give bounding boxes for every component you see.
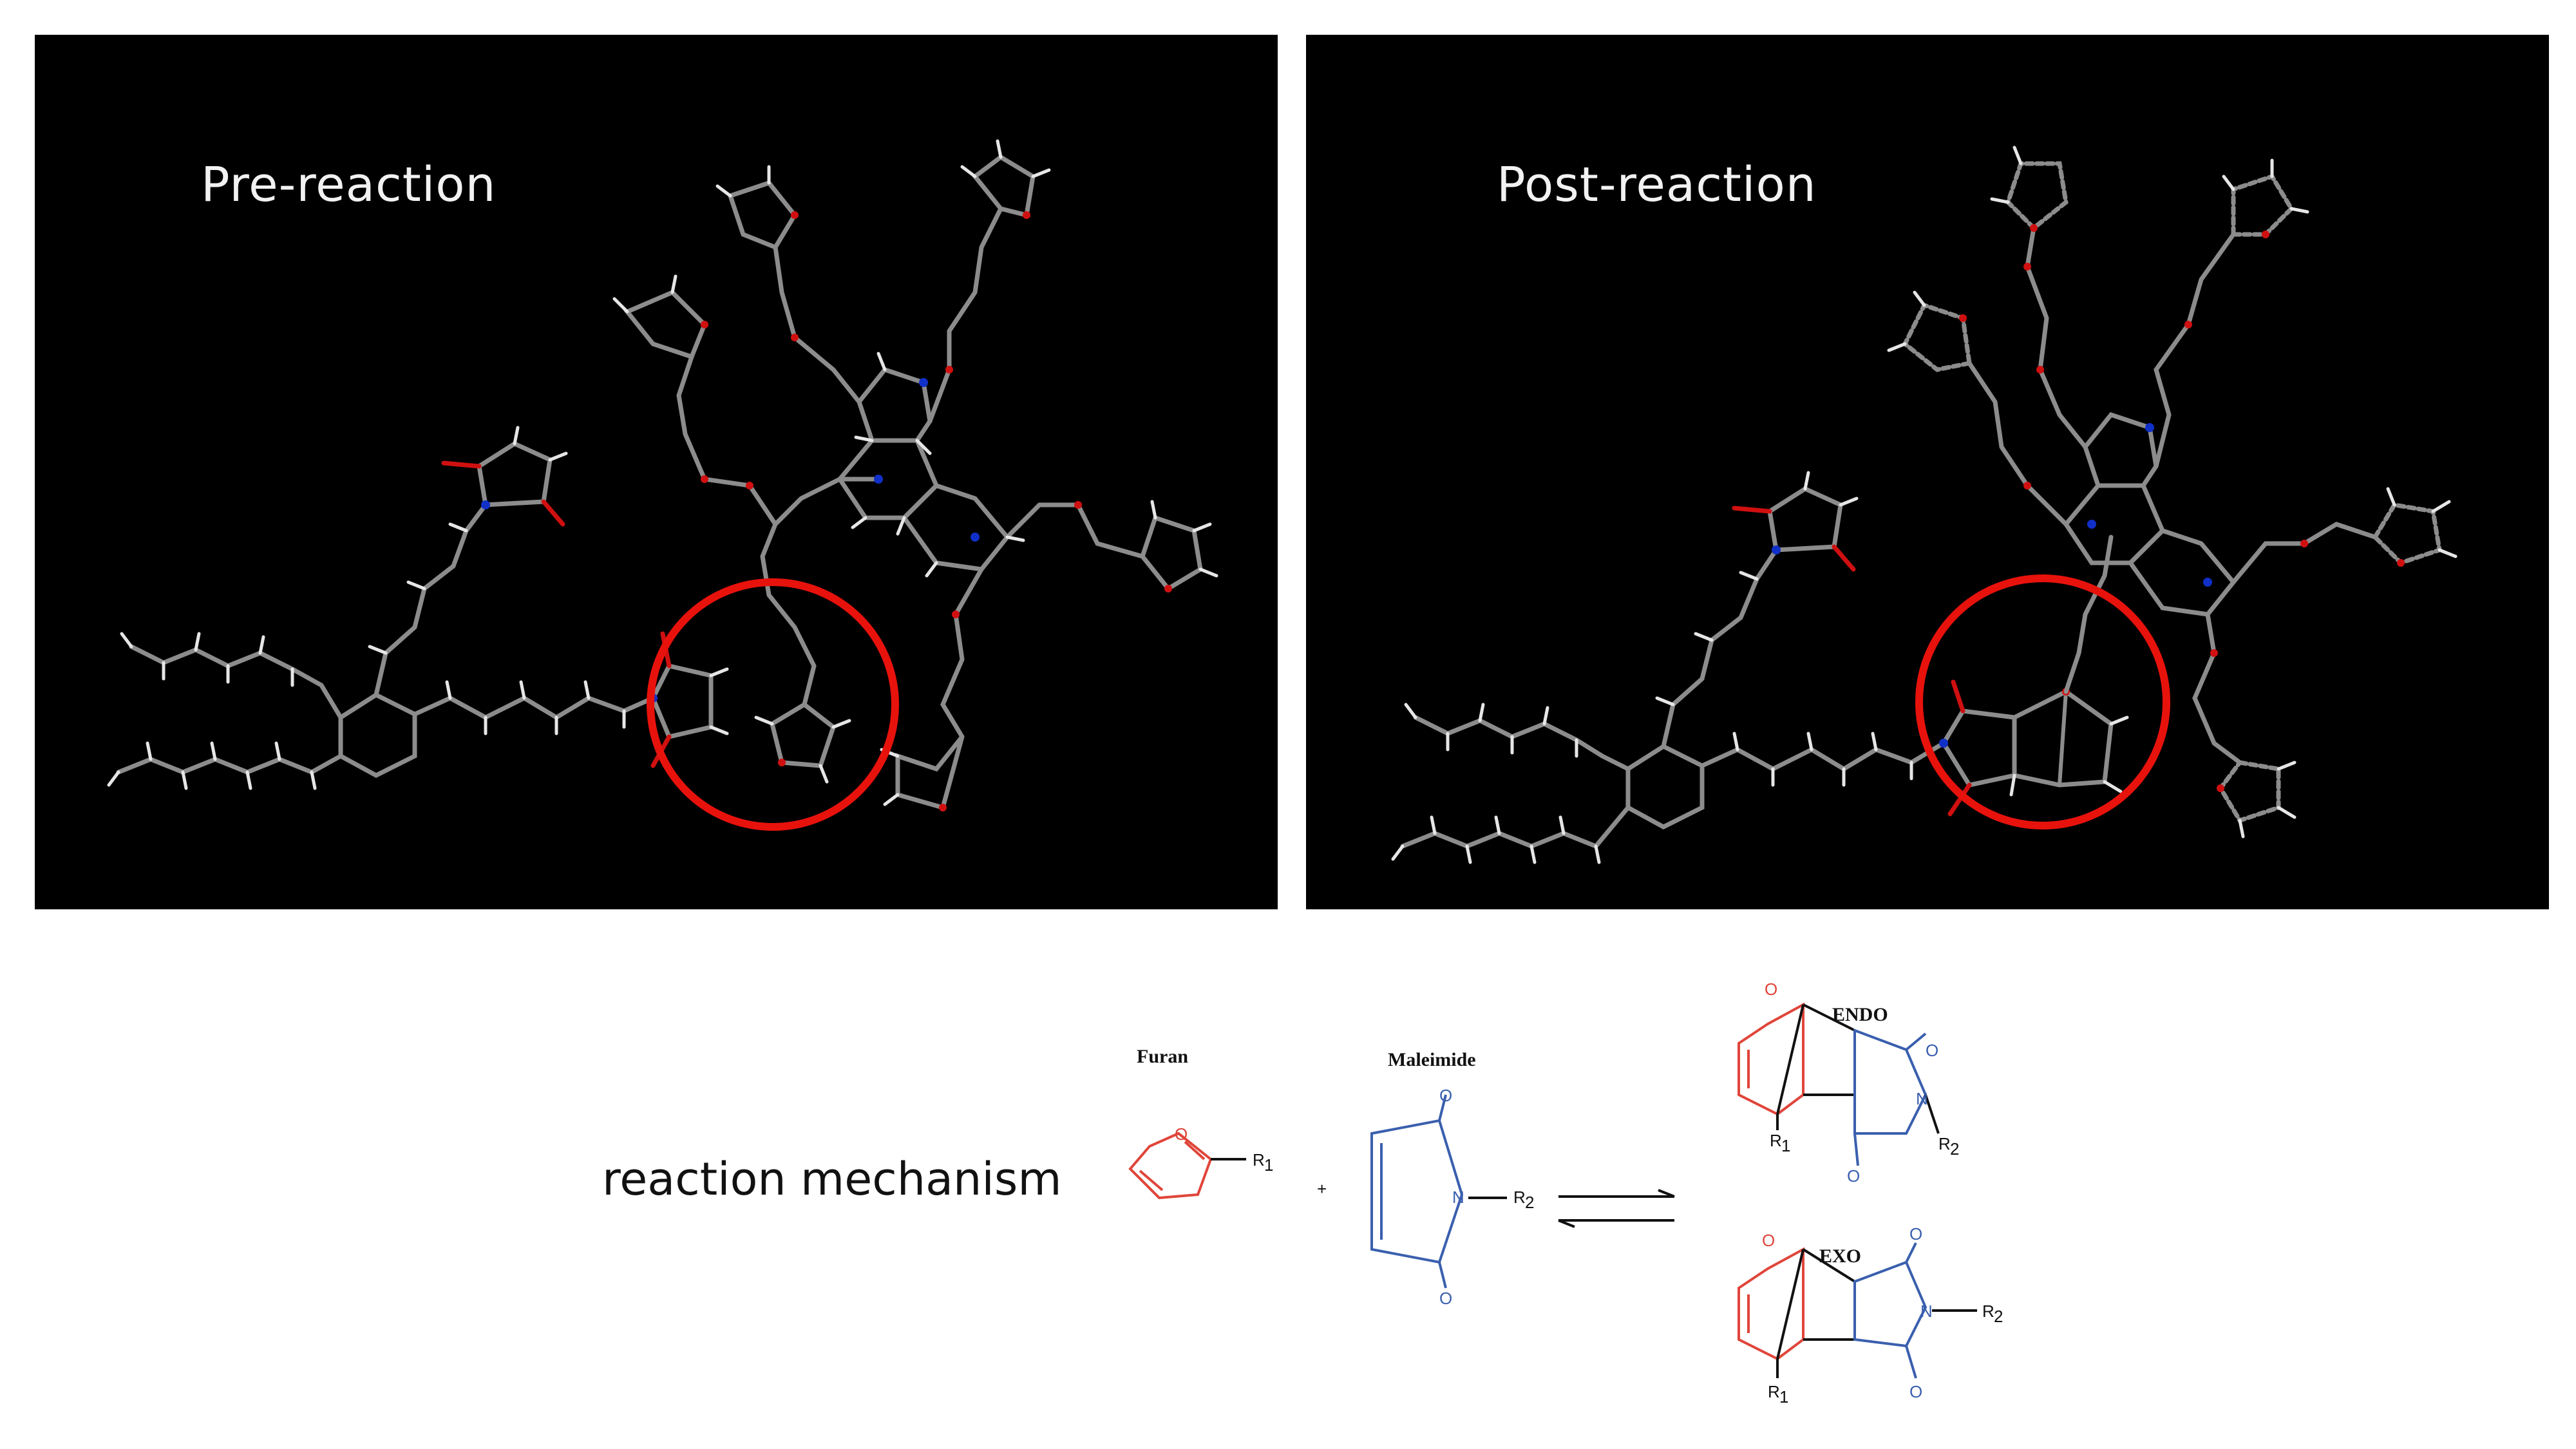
furan-ring-circled (769, 701, 837, 768)
endo-o-bottom: O (1847, 1166, 1860, 1186)
chain-to-maleimide-right (412, 696, 656, 721)
maleimide-r2-sub: 2 (1525, 1193, 1534, 1212)
endo-n-atom: N (1916, 1089, 1928, 1108)
endo-r1: R (1770, 1131, 1782, 1150)
exo-o-bottom: O (1909, 1382, 1922, 1401)
exo-structure (1738, 1242, 1977, 1379)
furan-ring-5 (2217, 760, 2281, 824)
endo-label: ENDO (1832, 1004, 1888, 1025)
exo-r2: R (1982, 1302, 1994, 1321)
maleimide-r2: R (1513, 1188, 1526, 1207)
post-reaction-title: Post-reaction (1497, 157, 1817, 213)
exo-o-bridge: O (1762, 1231, 1775, 1250)
pre-reaction-panel: Pre-reaction (35, 35, 1278, 909)
alkyl-chain-1 (116, 753, 343, 775)
furan-label: Furan (1137, 1046, 1188, 1067)
highlight-circle-post (1915, 574, 2170, 829)
exo-r1-sub: 1 (1779, 1387, 1788, 1406)
post-reaction-panel: Post-reaction (1306, 35, 2549, 909)
furan-ring-2 (727, 180, 798, 251)
furan-ring-2 (2005, 161, 2069, 231)
furan-ring-4 (1140, 515, 1203, 592)
exo-o-top: O (1909, 1224, 1922, 1244)
exo-r2-sub: 2 (1994, 1307, 2003, 1326)
alkyl-chain-2 (1413, 715, 1631, 772)
alkyl-chain-1 (1400, 805, 1631, 849)
furan-o-atom: O (1175, 1124, 1188, 1144)
highlight-circle-pre (647, 578, 899, 831)
pre-reaction-molecule (107, 139, 1218, 831)
furan-ring-5 (895, 735, 965, 811)
maleimide-ring-circled (650, 663, 714, 740)
alkyl-chain-2 (129, 644, 343, 720)
core-backbone (760, 477, 881, 707)
equilibrium-arrows (1558, 1189, 1675, 1228)
endo-r2: R (1938, 1134, 1951, 1153)
furan-ring-4 (2372, 502, 2442, 566)
post-reaction-molecule (1391, 146, 2458, 864)
reaction-mechanism-label: reaction mechanism (602, 1153, 1062, 1206)
endo-structure (1738, 1002, 1940, 1166)
exo-n-atom: N (1920, 1302, 1933, 1321)
endo-o-top: O (1926, 1041, 1938, 1060)
furan-structure (1128, 1132, 1246, 1200)
endo-r2-sub: 2 (1950, 1139, 1959, 1159)
maleimide-label: Maleimide (1388, 1049, 1476, 1070)
endo-o-bridge: O (1765, 980, 1777, 999)
furan-ring-1 (1902, 302, 1972, 372)
pre-reaction-title: Pre-reaction (201, 157, 497, 213)
maleimide-structure (1370, 1094, 1507, 1289)
furan-ring-3 (2231, 173, 2295, 237)
exo-r1: R (1768, 1382, 1780, 1401)
endo-r1-sub: 1 (1781, 1136, 1790, 1155)
maleimide-o-bottom: O (1439, 1289, 1452, 1308)
furan-ring-1 (623, 289, 708, 360)
maleimide-o-top: O (1439, 1086, 1452, 1105)
furan-ring-3 (972, 154, 1036, 218)
plus-sign: + (1317, 1179, 1327, 1198)
maleimide-ring-top (477, 441, 553, 507)
maleimide-ring-top (1767, 486, 1843, 553)
furan-r1: R (1253, 1150, 1265, 1170)
maleimide-n-atom: N (1452, 1188, 1464, 1207)
furan-r1-sub: 1 (1264, 1155, 1273, 1175)
